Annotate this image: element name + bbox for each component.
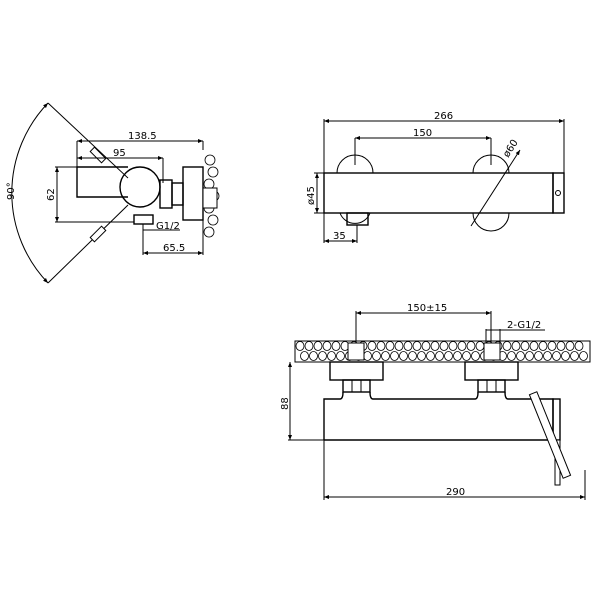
pebble: [444, 351, 453, 361]
dim-62: 62: [46, 188, 57, 201]
dim-95: 95: [113, 148, 126, 159]
wall-section: [294, 340, 591, 363]
pebble: [570, 351, 579, 361]
pebble: [336, 351, 345, 361]
inlet-fitting-right: [483, 342, 501, 361]
cartridge-circle: [119, 166, 161, 208]
pebble: [322, 341, 332, 351]
pebble: [457, 341, 467, 351]
dim-35: 35: [333, 231, 346, 242]
pebble: [520, 341, 530, 351]
pebble: [426, 351, 435, 361]
nut: [159, 179, 173, 209]
side-view: 90° 138.5 95 62 G1/2: [6, 102, 220, 284]
pebble: [367, 341, 377, 351]
pebble: [430, 341, 440, 351]
pebble: [462, 351, 471, 361]
pebble: [408, 351, 417, 361]
pebble: [565, 341, 575, 351]
pebble: [318, 351, 327, 361]
front-view: 150±15 2-G1/2 88 290: [280, 303, 591, 500]
pebble: [561, 351, 570, 361]
pebble: [448, 341, 458, 351]
pebble: [372, 351, 381, 361]
angle-label: 90°: [6, 182, 17, 200]
dim-290: 290: [446, 487, 465, 498]
pebble: [471, 351, 480, 361]
pebble: [309, 351, 318, 361]
dim-65-5: 65.5: [163, 243, 185, 254]
pebble: [399, 351, 408, 361]
pebble: [394, 341, 404, 351]
end-cap: [552, 172, 565, 214]
pebble: [363, 351, 372, 361]
pebble: [475, 341, 485, 351]
dim-diameter-45: ø45: [306, 186, 317, 205]
pebble: [385, 341, 395, 351]
outlet-thread-label: G1/2: [156, 221, 180, 232]
pebble: [511, 341, 521, 351]
pebble: [412, 341, 422, 351]
lever-line-down: [47, 204, 129, 284]
pebble: [313, 341, 323, 351]
pebble: [417, 351, 426, 361]
pebble: [547, 341, 557, 351]
pebble: [529, 341, 539, 351]
pebble: [381, 351, 390, 361]
inlet-thread-label: 2-G1/2: [507, 320, 541, 331]
pebble: [525, 351, 534, 361]
pebble: [538, 341, 548, 351]
pebble: [376, 341, 386, 351]
dim-266: 266: [434, 111, 453, 122]
pebble: [556, 341, 566, 351]
pebble: [502, 341, 512, 351]
pebble: [300, 351, 309, 361]
dim-diameter-60: ø60: [501, 138, 520, 160]
pebble: [435, 351, 444, 361]
outlet: [133, 214, 154, 225]
pebble: [327, 351, 336, 361]
pebble: [507, 351, 516, 361]
body-bar: [323, 172, 554, 214]
dim-150: 150: [413, 128, 432, 139]
wall-section: [202, 154, 220, 238]
wall-plate: [182, 166, 204, 221]
pebble: [295, 341, 305, 351]
wall-pebbles: [295, 341, 588, 361]
lever-rotated: [528, 391, 572, 479]
pebble: [453, 351, 462, 361]
pebble: [574, 341, 584, 351]
nut-inner: [171, 182, 184, 206]
top-view: 266 150 ø60 ø45 35: [306, 111, 565, 243]
pebble: [390, 351, 399, 361]
pebble: [304, 341, 314, 351]
pebble: [534, 351, 543, 361]
lever-handle-down: [89, 225, 107, 243]
pebble: [403, 341, 413, 351]
dim-138-5: 138.5: [128, 131, 157, 142]
pebble: [516, 351, 525, 361]
pebble: [552, 351, 561, 361]
pebble: [421, 341, 431, 351]
body-bar: [323, 391, 554, 441]
pebble: [466, 341, 476, 351]
dim-150-15: 150±15: [407, 303, 447, 314]
pebble: [331, 341, 341, 351]
body-profile: [76, 166, 128, 198]
pebble: [543, 351, 552, 361]
dim-88: 88: [280, 397, 291, 410]
pebble: [439, 341, 449, 351]
rotation-arc: [11, 102, 49, 284]
pebble: [579, 351, 588, 361]
inlet-fitting-left: [347, 342, 365, 361]
